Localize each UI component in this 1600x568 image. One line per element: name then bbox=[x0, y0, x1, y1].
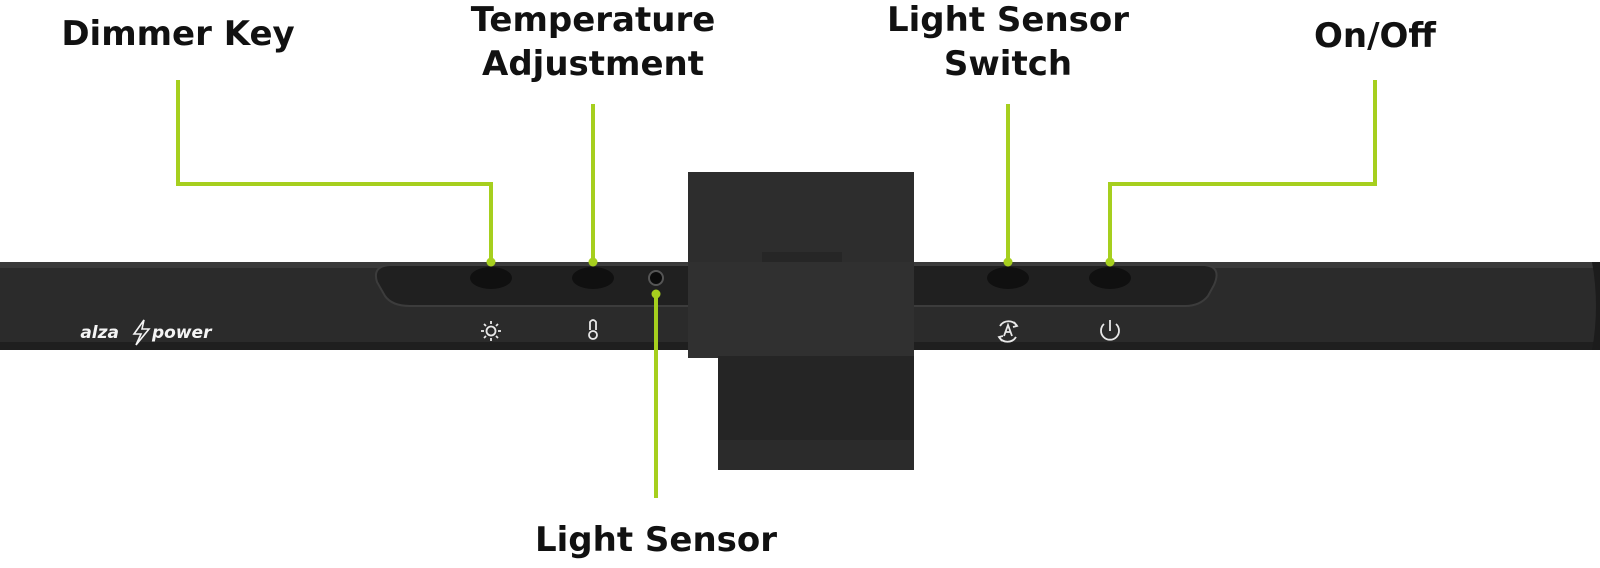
clamp-upper-notch bbox=[762, 252, 842, 262]
light-sensor-dot bbox=[651, 289, 661, 299]
brand-left: alza bbox=[80, 323, 119, 343]
lamp-bar-end-cap bbox=[1592, 262, 1600, 350]
sun-brightness-icon bbox=[481, 321, 501, 341]
lightning-bolt-icon bbox=[132, 319, 151, 346]
light-sensor-switch-dot bbox=[1003, 257, 1013, 267]
temperature-button[interactable] bbox=[572, 267, 614, 289]
light-sensor-label: Light Sensor bbox=[496, 518, 816, 562]
power-icon bbox=[1100, 320, 1120, 341]
brand-right: power bbox=[151, 323, 213, 343]
clamp-upper bbox=[688, 172, 914, 266]
clamp-lower-front bbox=[718, 440, 914, 470]
on-off-leader bbox=[1108, 80, 1377, 262]
temperature-adjustment-label: Temperature Adjustment bbox=[443, 0, 743, 86]
dimmer-key-dot bbox=[486, 257, 496, 267]
temperature-text-line1: Temperature bbox=[470, 0, 716, 40]
light-sensor-text: Light Sensor bbox=[534, 520, 778, 560]
light-sensor-switch-label: Light Sensor Switch bbox=[858, 0, 1158, 86]
light-sensor-switch-text-line1: Light Sensor bbox=[886, 0, 1130, 40]
light-sensor-window bbox=[648, 270, 664, 286]
dimmer-button[interactable] bbox=[470, 267, 512, 289]
thermometer-icon bbox=[588, 319, 598, 340]
temperature-text-line2: Adjustment bbox=[482, 44, 704, 84]
temperature-dot bbox=[588, 257, 598, 267]
dimmer-key-label: Dimmer Key bbox=[18, 12, 338, 56]
dimmer-key-leader bbox=[176, 80, 493, 262]
on-off-dot bbox=[1105, 257, 1115, 267]
dimmer-key-text: Dimmer Key bbox=[61, 14, 295, 54]
light-sensor-switch-text-line2: Switch bbox=[943, 44, 1073, 84]
clamp-band bbox=[688, 262, 914, 358]
on-off-label: On/Off bbox=[1215, 14, 1535, 58]
light-sensor-switch-button[interactable] bbox=[987, 267, 1029, 289]
auto-sensor-icon bbox=[997, 320, 1019, 343]
on-off-text: On/Off bbox=[1314, 16, 1436, 56]
power-button[interactable] bbox=[1089, 267, 1131, 289]
